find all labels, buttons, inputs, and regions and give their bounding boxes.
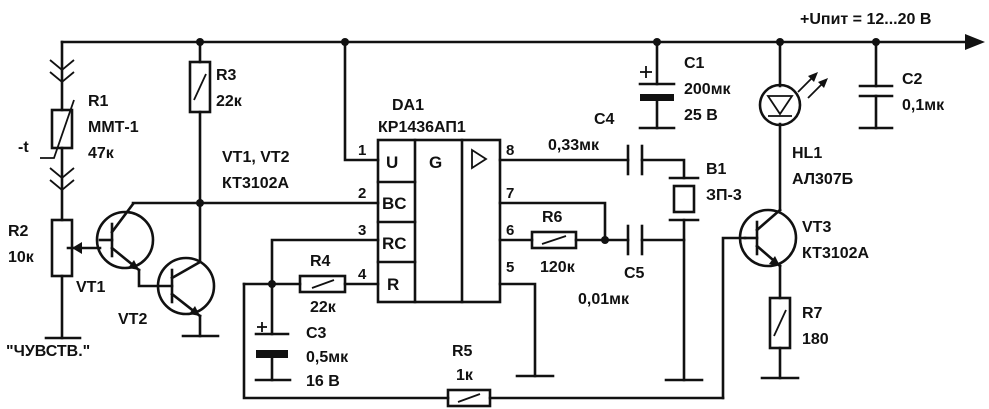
r5-value: 1к xyxy=(456,367,474,384)
r5-resistor xyxy=(446,388,492,408)
r6-resistor xyxy=(530,230,578,250)
r4-ref: R4 xyxy=(310,253,331,270)
c1-capacitor xyxy=(638,66,676,101)
hl1-type: АЛ307Б xyxy=(792,171,853,188)
r3-resistor xyxy=(188,60,212,114)
da1-pin-6: 6 xyxy=(506,222,514,239)
da1-pin-8: 8 xyxy=(506,142,514,159)
c5-value: 0,01мк xyxy=(578,291,630,308)
supply-arrow xyxy=(965,34,985,50)
supply-label: +Uпит = 12...20 В xyxy=(800,11,931,28)
c3-value: 0,5мк xyxy=(306,349,349,366)
da1-cell-r: R xyxy=(387,275,399,294)
c4-ref: C4 xyxy=(594,111,615,128)
wiring xyxy=(44,34,985,400)
da1-ref: DA1 xyxy=(392,97,424,114)
c5-capacitor xyxy=(626,224,644,256)
c4-value: 0,33мк xyxy=(548,137,600,154)
da1-type: КР1436АП1 xyxy=(378,119,466,136)
c2-value: 0,1мк xyxy=(902,97,945,114)
r1-value: 47к xyxy=(88,145,115,162)
r5-ref: R5 xyxy=(452,343,473,360)
c1-ref: C1 xyxy=(684,55,705,72)
da1-pin-3: 3 xyxy=(358,222,366,239)
r7-resistor xyxy=(768,296,792,350)
vt3-ref: VT3 xyxy=(802,219,831,236)
hl1-led xyxy=(758,72,828,127)
vt1-transistor xyxy=(95,202,155,272)
vt12-type: КТ3102А xyxy=(222,175,290,192)
b1-piezo xyxy=(668,176,700,222)
r1-thermistor xyxy=(40,59,75,192)
vt12-ref: VT1, VT2 xyxy=(222,149,290,166)
r2-potentiometer xyxy=(50,218,82,278)
r1-temp-label: -t xyxy=(18,139,29,156)
da1-pin-5: 5 xyxy=(506,259,514,276)
da1-chip xyxy=(376,138,502,304)
sensitivity-label: "ЧУВСТВ." xyxy=(6,343,90,360)
da1-pin-2: 2 xyxy=(358,185,366,202)
r6-value: 120к xyxy=(540,259,576,276)
da1-pin-7: 7 xyxy=(506,185,514,202)
r4-resistor xyxy=(298,274,347,294)
r1-ref: R1 xyxy=(88,93,109,110)
r2-value: 10к xyxy=(8,249,35,266)
r6-ref: R6 xyxy=(542,209,563,226)
da1-cell-g: G xyxy=(429,153,442,172)
c1-voltage: 25 В xyxy=(684,107,718,124)
vt1-ref: VT1 xyxy=(76,279,105,296)
c4-capacitor xyxy=(626,144,644,176)
da1-cell-u: U xyxy=(386,153,398,172)
da1-cell-rc: RC xyxy=(382,234,407,253)
b1-ref: B1 xyxy=(706,161,727,178)
c2-ref: C2 xyxy=(902,71,923,88)
vt2-transistor xyxy=(156,256,216,318)
c1-value: 200мк xyxy=(684,81,732,98)
c3-ref: C3 xyxy=(306,325,327,342)
junctions xyxy=(196,38,880,288)
da1-pin-4: 4 xyxy=(358,266,367,283)
c2-capacitor xyxy=(858,84,894,98)
da1-cell-bc: BC xyxy=(382,194,407,213)
vt2-ref: VT2 xyxy=(118,311,147,328)
r4-value: 22к xyxy=(310,299,337,316)
c3-capacitor xyxy=(254,322,290,358)
r7-value: 180 xyxy=(802,331,829,348)
r1-type: ММТ-1 xyxy=(88,119,139,136)
hl1-ref: HL1 xyxy=(792,145,822,162)
b1-type: ЗП-3 xyxy=(706,187,742,204)
r3-value: 22к xyxy=(216,93,243,110)
r7-ref: R7 xyxy=(802,305,823,322)
vt3-transistor xyxy=(738,208,798,268)
c3-voltage: 16 В xyxy=(306,373,340,390)
da1-pin-1: 1 xyxy=(358,142,366,159)
r3-ref: R3 xyxy=(216,67,237,84)
vt3-type: КТ3102А xyxy=(802,245,870,262)
r2-ref: R2 xyxy=(8,223,29,240)
c5-ref: C5 xyxy=(624,265,645,282)
